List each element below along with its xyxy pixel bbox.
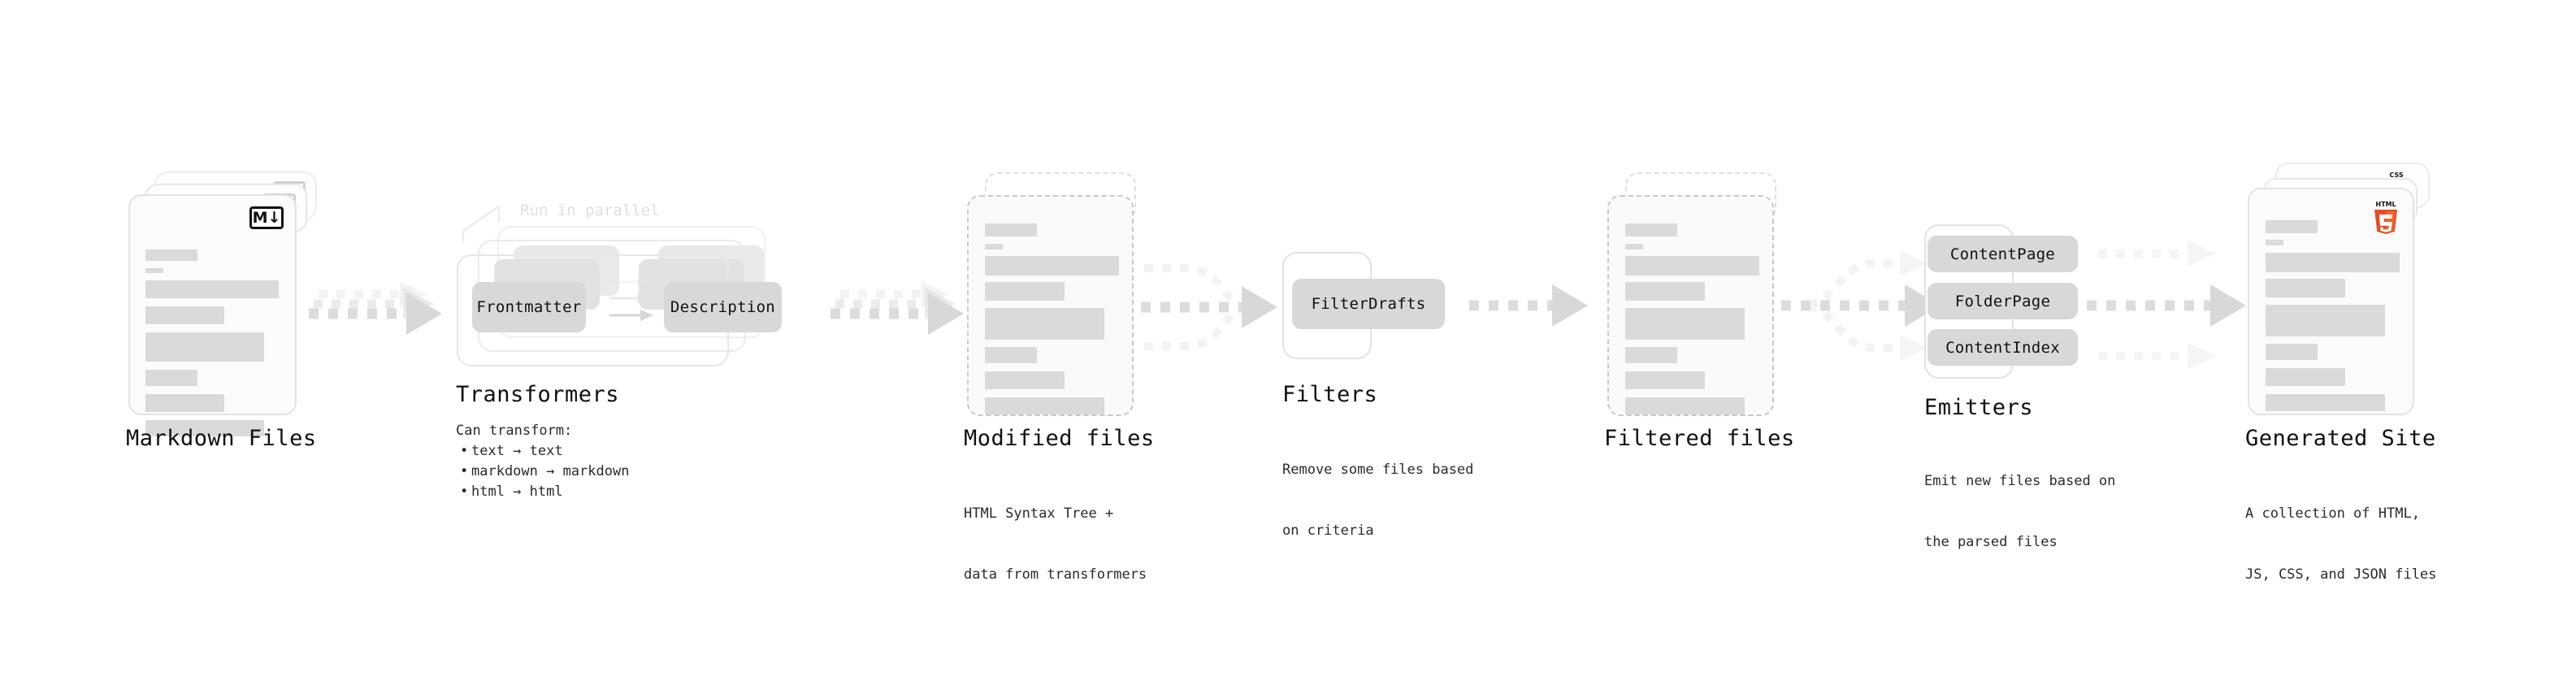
doc-line xyxy=(985,256,1119,275)
stage-title: Modified files xyxy=(964,426,1155,451)
filter-node-filterdrafts[interactable]: FilterDrafts xyxy=(1292,279,1445,329)
doc-line xyxy=(1625,397,1745,414)
stage-caption: Emit new files based on the parsed files xyxy=(1924,431,2115,593)
doc-line xyxy=(1625,347,1677,363)
caption-line: the parsed files xyxy=(1924,534,2058,550)
doc-line xyxy=(985,371,1065,389)
caption-line: Emit new files based on xyxy=(1924,473,2116,489)
doc-line xyxy=(145,280,279,298)
bullet-icon: • xyxy=(460,484,469,500)
caption-line: on criteria xyxy=(1282,523,1374,539)
doc-line xyxy=(2266,305,2385,336)
transformer-node-description[interactable]: Description xyxy=(664,282,782,332)
emitter-node-contentindex[interactable]: ContentIndex xyxy=(1928,329,2078,366)
stage-caption-intro: Can transform: xyxy=(456,423,573,439)
doc-line xyxy=(985,282,1065,301)
connector-markdown-to-transformers xyxy=(309,281,442,335)
doc-line xyxy=(145,268,163,273)
doc-line xyxy=(2266,220,2318,233)
caption-line: JS, CSS, and JSON files xyxy=(2245,566,2437,583)
connector-filters-to-filtered xyxy=(1469,284,1588,327)
stage-caption: HTML Syntax Tree + data from transformer… xyxy=(964,463,1147,626)
transformer-node-label: Frontmatter xyxy=(476,298,582,316)
doc-line xyxy=(1625,282,1705,301)
stage-caption-list: •text → text •markdown → markdown •html … xyxy=(460,441,629,502)
html5-badge-icon: HTML xyxy=(2372,199,2400,234)
doc-line xyxy=(985,308,1104,340)
bullet-icon: • xyxy=(460,463,469,479)
emitter-node-contentpage[interactable]: ContentPage xyxy=(1928,236,2078,272)
css-badge-label: CSS xyxy=(2389,171,2404,179)
emitter-node-label: ContentIndex xyxy=(1945,338,2060,357)
doc-line xyxy=(145,332,264,362)
modified-card-front xyxy=(967,195,1134,416)
connector-modified-to-filters xyxy=(1141,264,1277,350)
doc-line xyxy=(145,306,224,324)
doc-line xyxy=(145,249,197,261)
caption-line: HTML Syntax Tree + xyxy=(964,505,1114,522)
markdown-card-front: M↓ xyxy=(128,194,297,436)
emitter-node-label: FolderPage xyxy=(1954,292,2051,310)
doc-line xyxy=(2266,394,2385,411)
doc-line xyxy=(985,223,1037,236)
doc-line xyxy=(145,370,197,386)
run-in-parallel-label: Run in parallel xyxy=(520,202,660,219)
list-item: •html → html xyxy=(460,482,629,502)
doc-line xyxy=(985,347,1037,363)
stage-title: Filtered files xyxy=(1604,426,1795,451)
emitter-node-folderpage[interactable]: FolderPage xyxy=(1928,283,2078,319)
doc-line xyxy=(985,244,1003,249)
stage-title: Filters xyxy=(1282,382,1378,407)
stage-title: Transformers xyxy=(456,382,620,407)
doc-line xyxy=(1625,244,1643,249)
filtered-card-front xyxy=(1607,195,1774,416)
connector-emitters-to-site xyxy=(2087,241,2246,369)
doc-line xyxy=(2266,279,2345,297)
doc-line xyxy=(2266,240,2283,245)
caption-line: Remove some files based xyxy=(1282,462,1474,478)
stage-title: Generated Site xyxy=(2245,426,2436,451)
site-card-front: HTML xyxy=(2248,188,2414,415)
connector-filtered-to-emitters xyxy=(1781,250,1941,361)
transformer-node-label: Description xyxy=(670,298,776,316)
doc-line xyxy=(1625,256,1759,275)
doc-line xyxy=(1625,371,1705,389)
transformer-node-frontmatter[interactable]: Frontmatter xyxy=(472,282,586,332)
doc-line xyxy=(145,394,224,412)
doc-line xyxy=(145,420,264,436)
doc-line xyxy=(1625,308,1745,340)
stage-caption: A collection of HTML, JS, CSS, and JSON … xyxy=(2245,463,2436,626)
emitter-node-label: ContentPage xyxy=(1949,245,2056,263)
bullet-icon: • xyxy=(460,443,469,459)
doc-line xyxy=(2266,253,2400,272)
connector-transformers-to-modified xyxy=(830,281,964,335)
filter-node-label: FilterDrafts xyxy=(1311,295,1426,313)
list-item: •markdown → markdown xyxy=(460,462,629,482)
caption-line: data from transformers xyxy=(964,566,1147,583)
stage-caption: Remove some files based on criteria xyxy=(1282,419,1473,582)
run-in-parallel-bracket xyxy=(462,205,501,242)
stage-title: Emitters xyxy=(1924,395,2034,420)
caption-line: A collection of HTML, xyxy=(2245,505,2420,522)
doc-line xyxy=(1625,223,1677,236)
list-item: •text → text xyxy=(460,441,629,462)
markdown-badge-icon: M↓ xyxy=(249,206,284,229)
transformer-inner-arrows xyxy=(609,277,653,321)
doc-line xyxy=(2266,368,2345,386)
doc-line xyxy=(2266,344,2318,360)
svg-text:HTML: HTML xyxy=(2375,201,2396,208)
doc-line xyxy=(985,397,1104,414)
stage-title: Markdown Files xyxy=(126,426,317,451)
